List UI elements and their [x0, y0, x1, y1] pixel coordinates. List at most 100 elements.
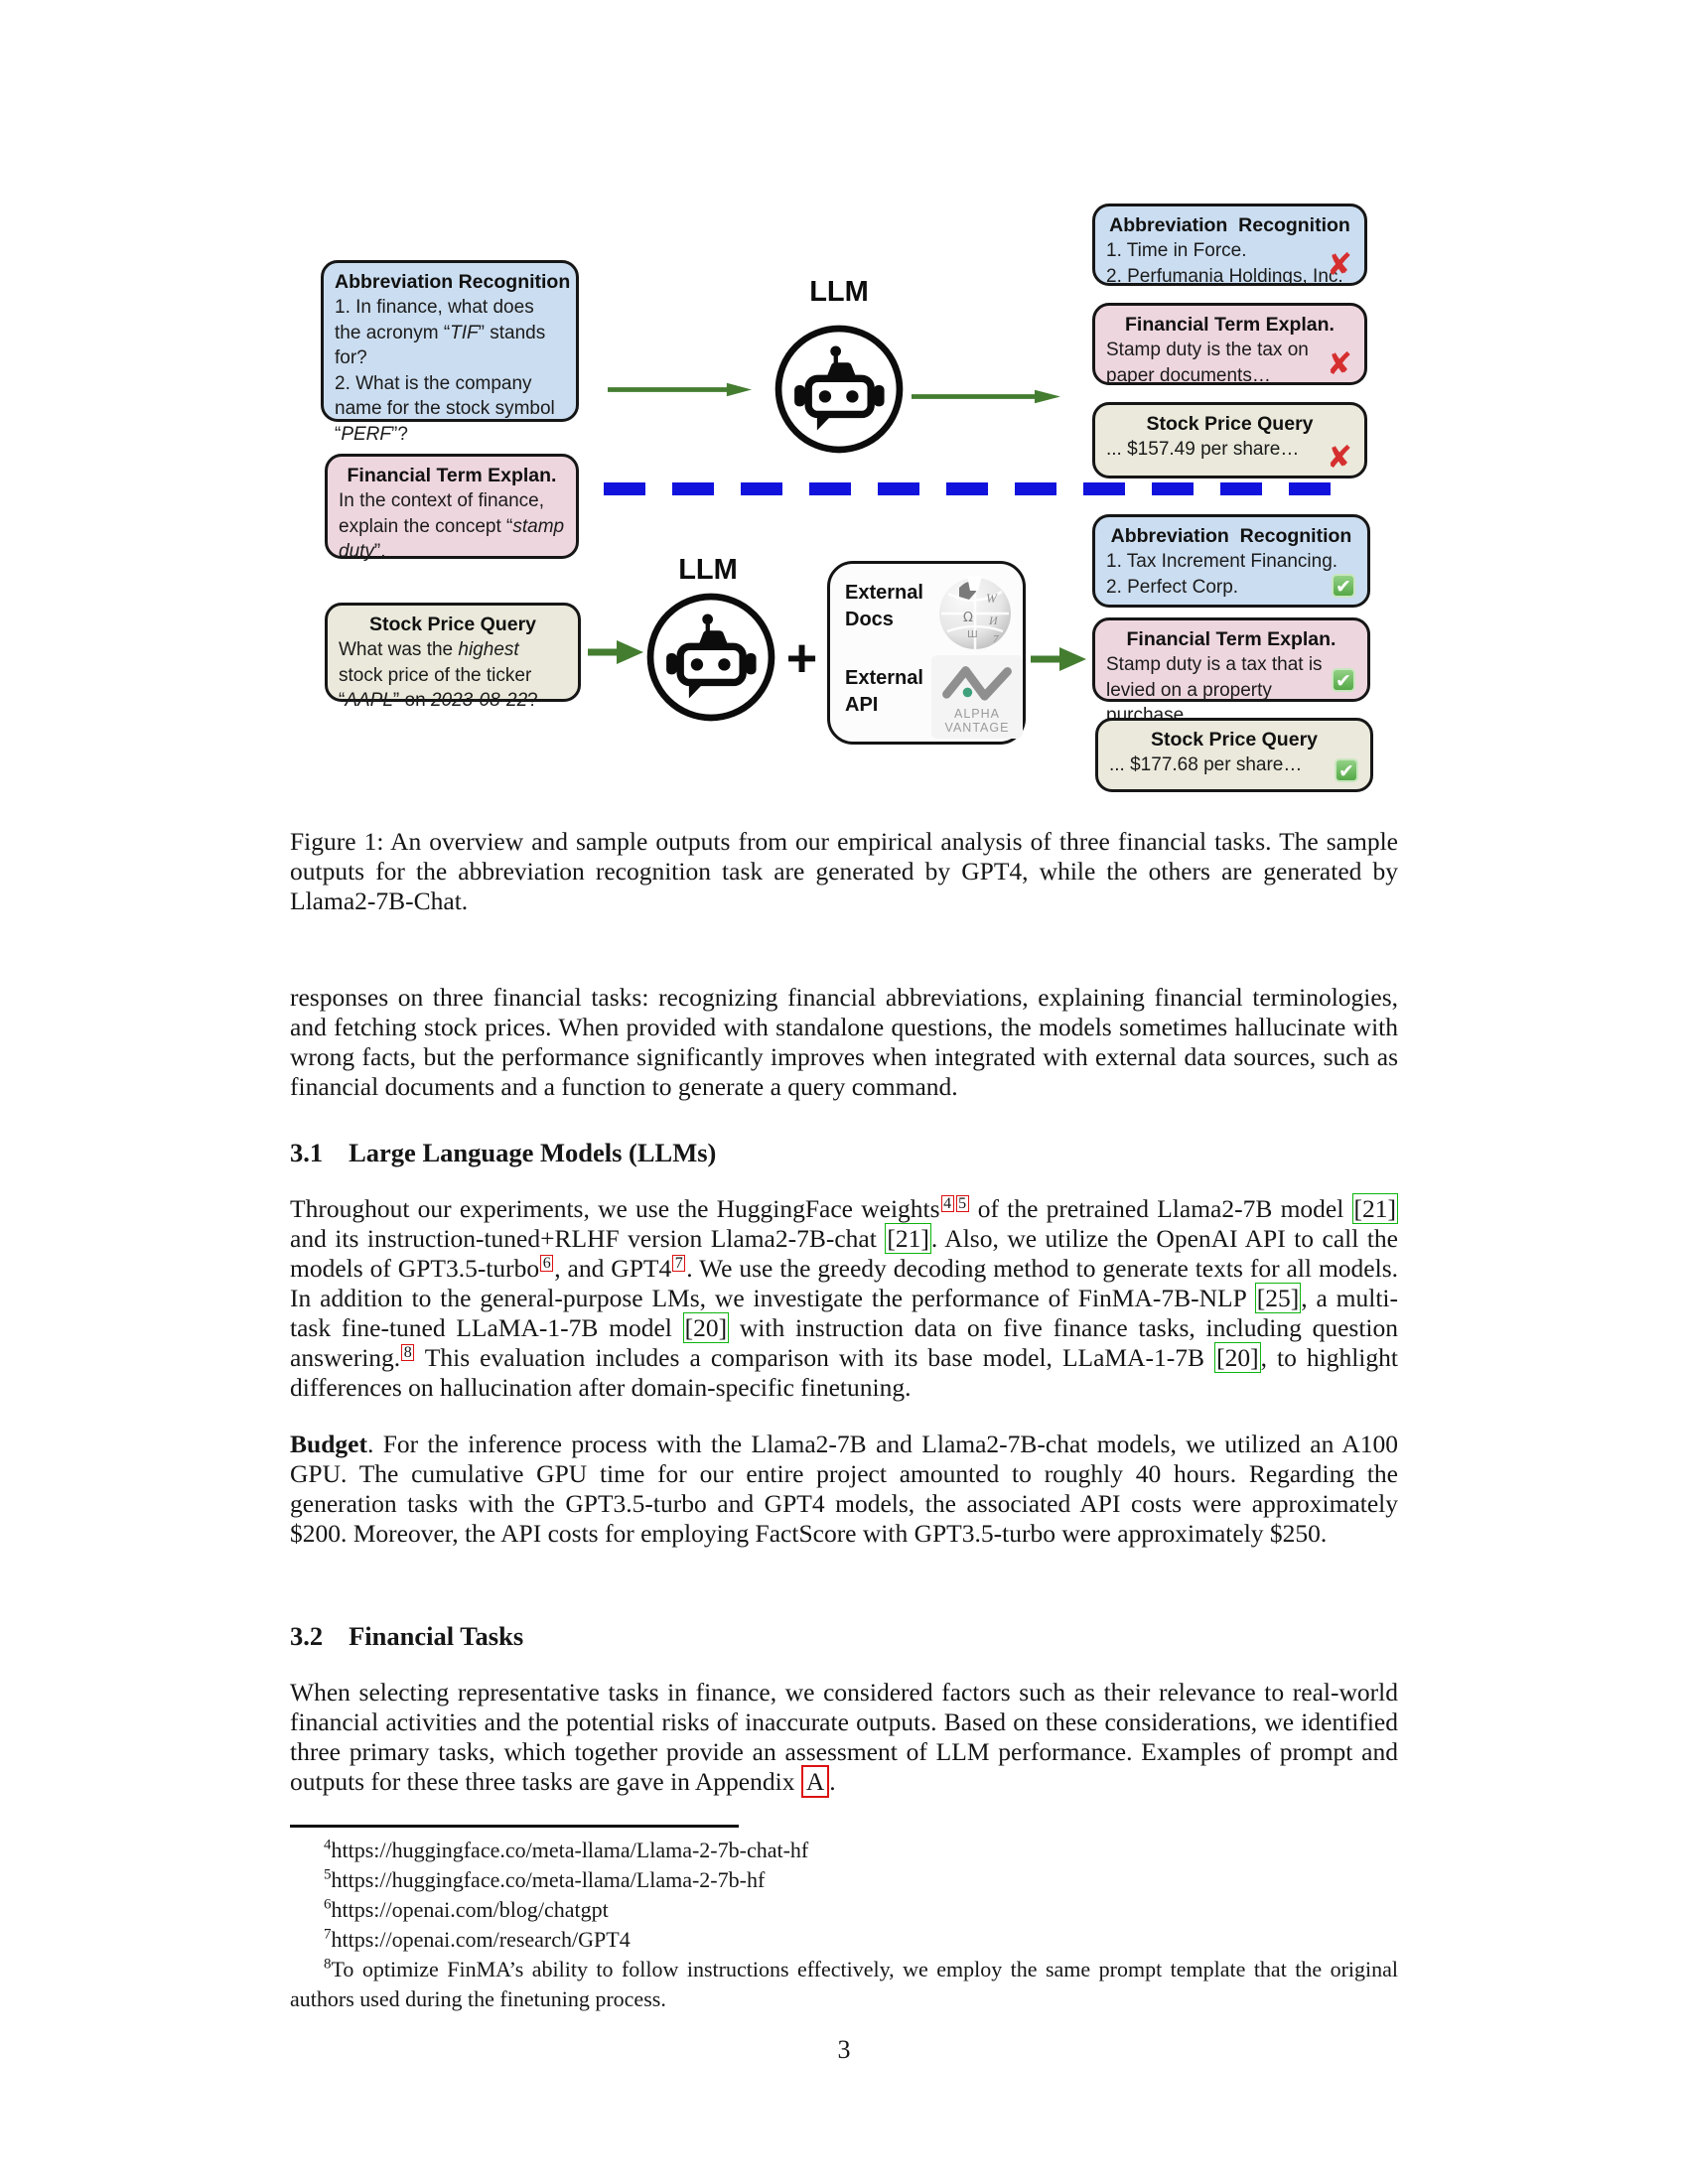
svg-text:И: И	[988, 614, 999, 627]
correct-check-icon: ✔	[1332, 574, 1355, 598]
footnote-ref-link[interactable]: 7	[672, 1255, 686, 1272]
footnote-url-link[interactable]: https://huggingface.co/meta-llama/Llama-…	[331, 1838, 809, 1862]
footnote-4: 4https://huggingface.co/meta-llama/Llama…	[290, 1836, 1398, 1865]
figure-box-out1-term: Financial Term Explan. Stamp duty is the …	[1092, 303, 1367, 386]
figure-box-body: 1. Tax Increment Financing.2. Perfect Co…	[1106, 551, 1338, 598]
svg-text:7: 7	[993, 633, 999, 645]
robot-llm-icon	[644, 591, 777, 724]
section-heading-3-1: 3.1 Large Language Models (LLMs)	[290, 1138, 1398, 1167]
figure-box-title: Abbreviation Recognition	[1109, 214, 1350, 236]
footnote-ref-link[interactable]: 4	[940, 1195, 954, 1212]
figure-box-body: In the context of finance, explain the c…	[339, 490, 565, 563]
footnote-mark: 4	[324, 1837, 332, 1853]
italic-text: 2023-08-22	[430, 690, 528, 711]
figure-box-body: ... $157.49 per share…	[1106, 439, 1300, 460]
figure-box-title: Stock Price Query	[1146, 413, 1314, 435]
figure-box-title: Stock Price Query	[369, 614, 536, 635]
figure-box-out2-stock: Stock Price Query... $177.68 per share…✔	[1095, 718, 1373, 792]
alpha-vantage-word1: ALPHA	[954, 707, 1000, 721]
footnote-text: To optimize FinMA’s ability to follow in…	[290, 1957, 1398, 2011]
paragraph-llms: Throughout our experiments, we use the H…	[290, 1193, 1399, 1402]
svg-text:Ω: Ω	[963, 611, 973, 625]
footnote-mark: 8	[324, 1956, 332, 1973]
figure-caption: Figure 1: An overview and sample outputs…	[290, 827, 1398, 915]
arrow-right-icon	[588, 640, 643, 664]
figure-1-diagram: LLM LLM	[288, 147, 1400, 834]
italic-text: stamp duty	[339, 515, 565, 563]
footnotes: 4https://huggingface.co/meta-llama/Llama…	[290, 1836, 1398, 2014]
footnote-url-link[interactable]: https://openai.com/blog/chatgpt	[331, 1897, 609, 1922]
italic-text: TIF	[450, 322, 479, 343]
arrow-right-icon	[1031, 647, 1086, 671]
bold-lead: Budget	[290, 1430, 367, 1458]
footnote-ref-link[interactable]: 5	[955, 1195, 969, 1212]
external-docs-label: External Docs	[845, 580, 923, 633]
figure-box-title: Abbreviation Recognition	[335, 271, 571, 293]
section-number: 3.2	[290, 1621, 324, 1651]
wrong-cross-icon: ✘	[1327, 247, 1352, 283]
footnote-ref-link[interactable]: 6	[540, 1255, 554, 1272]
figure-box-body: 1. In finance, what does the acronym “TI…	[335, 297, 555, 445]
paragraph-tasks: When selecting representative tasks in f…	[290, 1678, 1398, 1798]
figure-box-title: Financial Term Explan.	[1125, 314, 1335, 336]
alpha-vantage-logo: ALPHA VANTAGE	[931, 655, 1023, 739]
external-api-line2: API	[845, 694, 879, 716]
section-title: Large Language Models (LLMs)	[349, 1138, 717, 1167]
italic-text: highest	[458, 639, 519, 660]
llm-label-top: LLM	[809, 276, 869, 308]
citation-link[interactable]: [20]	[1214, 1342, 1261, 1373]
alpha-vantage-word2: VANTAGE	[944, 721, 1010, 735]
divider-dashed-line	[604, 482, 1352, 495]
citation-link[interactable]: [20]	[682, 1312, 730, 1343]
section-number: 3.1	[290, 1138, 324, 1167]
figure-box-title: Financial Term Explan.	[347, 465, 557, 486]
external-sources-box: External Docs W Ω И 7	[827, 561, 1026, 745]
llm-label-bottom: LLM	[678, 554, 738, 586]
figure-box-body: 1. Time in Force.2. Perfumania Holdings,…	[1106, 240, 1343, 287]
italic-text: PERF	[341, 423, 392, 445]
external-docs-line1: External	[845, 582, 923, 604]
footnote-mark: 6	[324, 1896, 332, 1913]
figure-box-out1-abbr: Abbreviation Recognition 1. Time in Force…	[1092, 204, 1367, 287]
wikipedia-globe-icon: W Ω И 7 Ш	[935, 572, 1015, 651]
paragraph-budget: Budget. For the inference process with t…	[290, 1430, 1398, 1548]
correct-check-icon: ✔	[1332, 668, 1355, 692]
footnote-url-link[interactable]: https://huggingface.co/meta-llama/Llama-…	[331, 1867, 766, 1892]
footnote-8: 8To optimize FinMA’s ability to follow i…	[290, 1955, 1398, 2014]
section-heading-3-2: 3.2 Financial Tasks	[290, 1621, 1398, 1651]
paragraph-intro: responses on three financial tasks: reco…	[290, 983, 1398, 1101]
footnote-mark: 7	[324, 1926, 332, 1943]
footnote-5: 5https://huggingface.co/meta-llama/Llama…	[290, 1865, 1398, 1895]
page-number: 3	[837, 2035, 851, 2064]
figure-box-body: Stamp duty is the tax on paper documents…	[1106, 340, 1309, 386]
plus-sign: +	[785, 628, 818, 688]
citation-link[interactable]: [25]	[1254, 1283, 1302, 1313]
figure-box-title: Abbreviation Recognition	[1110, 525, 1352, 547]
svg-text:Ш: Ш	[967, 629, 978, 640]
wrong-cross-icon: ✘	[1327, 440, 1352, 476]
arrow-right-icon	[608, 382, 752, 397]
footnote-6: 6https://openai.com/blog/chatgpt	[290, 1895, 1398, 1925]
wrong-cross-icon: ✘	[1327, 346, 1352, 382]
alpha-vantage-zigzag-icon	[942, 666, 1012, 701]
figure-box-body: What was the highest stock price of the …	[339, 639, 538, 711]
figure-box-out2-term: Financial Term Explan.Stamp duty is a ta…	[1092, 617, 1370, 726]
external-api-line1: External	[845, 667, 923, 689]
citation-link[interactable]: [21]	[1351, 1193, 1399, 1224]
footnote-7: 7https://openai.com/research/GPT4	[290, 1925, 1398, 1955]
appendix-ref-link[interactable]: A	[800, 1765, 830, 1798]
external-api-label: External API	[845, 665, 923, 719]
citation-link[interactable]: [21]	[885, 1223, 931, 1254]
correct-check-icon: ✔	[1335, 758, 1358, 782]
footnote-mark: 5	[324, 1866, 332, 1883]
italic-text: AAPL	[345, 690, 393, 711]
footnote-ref-link[interactable]: 8	[401, 1344, 415, 1361]
svg-text:W: W	[986, 591, 998, 606]
robot-llm-icon	[773, 323, 906, 456]
section-title: Financial Tasks	[349, 1621, 524, 1651]
figure-box-title: Stock Price Query	[1151, 729, 1318, 751]
figure-box-in-term: Financial Term Explan. In the context of …	[325, 454, 579, 562]
footnote-url-link[interactable]: https://openai.com/research/GPT4	[331, 1927, 631, 1952]
